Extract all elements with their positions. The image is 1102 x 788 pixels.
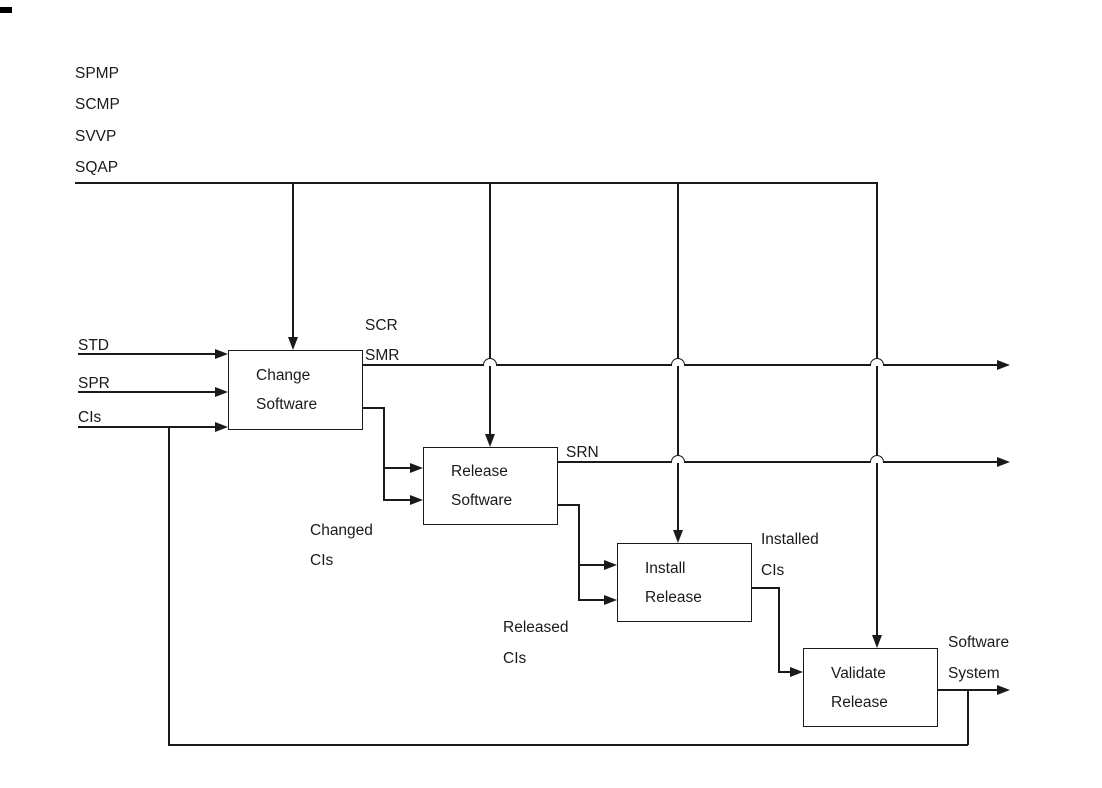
arrowhead-right-released-cis-1	[604, 560, 617, 570]
flow-label-released-cis: CIs	[503, 650, 527, 667]
output-label-scr: SCR	[365, 317, 398, 334]
plan-drop-line-release	[489, 182, 491, 435]
plan-label-svvp: SVVP	[75, 128, 117, 145]
arrowhead-right-installed-cis	[790, 667, 803, 677]
output-label-smr: SMR	[365, 347, 400, 364]
plan-drop-line-change	[292, 182, 294, 338]
line-crossover-hop	[870, 358, 884, 366]
output-label-system: System	[948, 665, 1000, 682]
flow-label-changed: Changed	[310, 522, 373, 539]
process-label-line: Validate	[831, 664, 886, 682]
output-label-srn: SRN	[566, 444, 599, 461]
line-crossover-hop	[671, 455, 685, 463]
changed-cis-stub-line	[363, 407, 384, 409]
arrowhead-down-into-install	[673, 530, 683, 543]
released-cis-drop-line	[578, 504, 580, 601]
installed-cis-stub-line	[752, 587, 779, 589]
plan-label-spmp: SPMP	[75, 65, 119, 82]
flow-label-released: Released	[503, 619, 569, 636]
released-cis-branch-line-1	[578, 564, 604, 566]
input-label-std: STD	[78, 337, 109, 354]
installed-cis-drop-line	[778, 587, 780, 672]
arrowhead-down-into-change	[288, 337, 298, 350]
arrowhead-right-software-system	[997, 685, 1010, 695]
process-label-line: Release	[645, 588, 702, 606]
input-line-std	[78, 353, 215, 355]
plan-drop-line-install	[677, 182, 679, 531]
process-label-line: Release	[831, 693, 888, 711]
cis-feedback-rise-line	[967, 690, 969, 745]
plan-drop-line-validate	[876, 182, 878, 636]
flow-label-installed-cis: CIs	[761, 562, 785, 579]
arrowhead-right-released-cis-2	[604, 595, 617, 605]
arrowhead-right-cis	[215, 422, 228, 432]
input-line-spr	[78, 391, 215, 393]
corner-artifact	[0, 7, 12, 13]
srn-output-line	[558, 461, 997, 463]
process-box-validate-release: Validate Release	[803, 648, 938, 727]
arrowhead-right-scr-smr	[997, 360, 1010, 370]
arrowhead-down-into-release	[485, 434, 495, 447]
arrowhead-right-changed-cis-1	[410, 463, 423, 473]
process-box-install-release: Install Release	[617, 543, 752, 622]
input-label-cis: CIs	[78, 409, 102, 426]
arrowhead-right-spr	[215, 387, 228, 397]
plan-bus-line	[75, 182, 878, 184]
process-label-line: Install	[645, 559, 686, 577]
changed-cis-branch-line-1	[383, 467, 410, 469]
process-label-line: Release	[451, 463, 508, 480]
process-label-line: Change	[256, 367, 311, 384]
changed-cis-branch-line-2	[383, 499, 410, 501]
changed-cis-drop-line	[383, 407, 385, 501]
arrowhead-right-changed-cis-2	[410, 495, 423, 505]
arrowhead-right-std	[215, 349, 228, 359]
software-system-output-line	[938, 689, 997, 691]
installed-cis-entry-line	[778, 671, 791, 673]
flow-label-installed: Installed	[761, 531, 819, 548]
plan-label-sqap: SQAP	[75, 159, 119, 176]
input-line-cis	[78, 426, 215, 428]
arrowhead-right-srn	[997, 457, 1010, 467]
process-label-line: Software	[451, 492, 513, 509]
output-label-software: Software	[948, 634, 1010, 651]
line-crossover-hop	[483, 358, 497, 366]
process-label-line: Software	[256, 396, 318, 413]
input-label-spr: SPR	[78, 375, 110, 392]
process-box-release-software: Release Software	[423, 447, 558, 525]
line-crossover-hop	[671, 358, 685, 366]
arrowhead-down-into-validate	[872, 635, 882, 648]
released-cis-branch-line-2	[578, 599, 604, 601]
plan-label-scmp: SCMP	[75, 96, 120, 113]
released-cis-stub-line	[558, 504, 579, 506]
cis-feedback-bottom-line	[168, 744, 968, 746]
flow-label-changed-cis: CIs	[310, 552, 334, 569]
process-box-change-software: Change Software	[228, 350, 363, 430]
cis-feedback-drop-line	[168, 426, 170, 745]
line-crossover-hop	[870, 455, 884, 463]
